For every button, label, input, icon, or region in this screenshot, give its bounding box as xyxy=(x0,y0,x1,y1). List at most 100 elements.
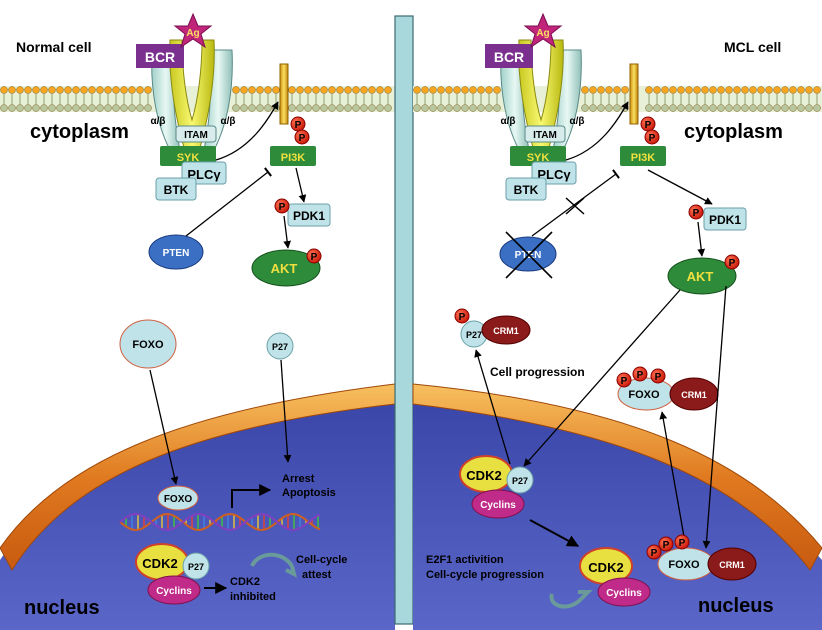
right-pdk1-label: PDK1 xyxy=(709,213,741,227)
right-pi3k-phospho-label-2: P xyxy=(649,133,656,144)
left-cyclins-label: Cyclins xyxy=(156,586,192,597)
right-foxo-nuclear-phospho-3 xyxy=(674,534,690,550)
right-p27-label: P27 xyxy=(466,330,482,340)
left-cdk2-inhibited-label-2: inhibited xyxy=(230,591,276,603)
left-foxo-nuclear-label: FOXO xyxy=(164,494,193,505)
left-akt-phospho xyxy=(306,248,322,264)
right-title: MCL cell xyxy=(724,39,781,55)
right-p27-nuclear-node xyxy=(506,466,534,494)
left-btk-label: BTK xyxy=(164,183,189,197)
right-e2f1-label-2: Cell-cycle progression xyxy=(426,569,544,581)
left-pdk1-to-akt-arrow xyxy=(283,215,291,249)
left-cdk2-inhibited-label-1: CDK2 xyxy=(230,576,260,588)
left-nucleus-body xyxy=(0,395,395,630)
right-crm1-nuclear-label: CRM1 xyxy=(719,560,745,570)
left-foxo-to-nucleus-arrow xyxy=(149,369,179,485)
left-pi3k-label: PI3K xyxy=(281,152,306,164)
right-cyclins-free-label: Cyclins xyxy=(606,588,642,599)
left-pdk1-phospho xyxy=(274,198,290,214)
left-syk-box xyxy=(160,146,216,166)
right-foxo-cyto-phospho-label-2: P xyxy=(637,370,644,381)
right-itam-box xyxy=(524,125,566,143)
right-foxo-nuclear-phospho-label-2: P xyxy=(663,540,670,551)
left-p27-label: P27 xyxy=(272,342,288,352)
left-arrest-label: Arrest xyxy=(282,473,315,485)
left-foxo-nuclear-node xyxy=(157,485,199,511)
right-cyclins-label: Cyclins xyxy=(480,500,516,511)
right-crm1-node xyxy=(481,315,531,345)
right-foxo-nuclear-phospho-2 xyxy=(658,536,674,552)
left-pdk1-label: PDK1 xyxy=(293,209,325,223)
right-foxo-cyto-label: FOXO xyxy=(628,389,660,401)
left-akt-node xyxy=(251,249,321,287)
right-crm1-label: CRM1 xyxy=(493,326,519,336)
right-ab-right: α/β xyxy=(569,116,584,127)
right-akt-phospho xyxy=(724,254,740,270)
right-nucleus-label: nucleus xyxy=(698,595,774,617)
left-cell-cycle-label-1: Cell-cycle xyxy=(296,554,347,566)
right-crm1-cyto-label: CRM1 xyxy=(681,390,707,400)
left-btk-box xyxy=(155,177,197,201)
left-p27-nuclear-label: P27 xyxy=(188,562,204,572)
right-p27-phospho xyxy=(454,308,470,324)
left-cycle-arrest-icon xyxy=(250,552,297,578)
right-p27-export-arrow xyxy=(474,349,511,465)
right-membrane xyxy=(413,86,822,112)
left-pten-node xyxy=(148,234,204,270)
right-ag-label: Ag xyxy=(536,28,549,39)
left-pi3k-to-pdk1-arrow xyxy=(295,167,307,203)
left-ag-label: Ag xyxy=(186,28,199,39)
right-cytoplasm-label: cytoplasm xyxy=(684,121,783,143)
right-foxo-nuclear-phospho-1 xyxy=(646,544,662,560)
right-btk-label: BTK xyxy=(514,183,539,197)
right-pi3k-anchor xyxy=(629,63,639,125)
left-title: Normal cell xyxy=(16,39,91,55)
right-release-arrow xyxy=(529,519,580,547)
left-p27-nuclear-node xyxy=(182,552,210,580)
right-foxo-cyto-phospho-label-1: P xyxy=(621,376,628,387)
left-cyclins-node xyxy=(147,575,201,605)
right-cdk2-free-label: CDK2 xyxy=(588,560,623,575)
right-pdk1-box xyxy=(703,207,747,231)
left-pdk1-phospho-label: P xyxy=(279,202,286,213)
left-akt-phospho-label: P xyxy=(311,252,318,263)
left-syk-to-pi3k-arrow xyxy=(215,101,279,161)
left-ab-right: α/β xyxy=(220,116,235,127)
right-e2f1-label-1: E2F1 activition xyxy=(426,554,504,566)
right-pten-cross xyxy=(505,231,553,279)
right-plcg-label: PLCγ xyxy=(537,167,571,182)
right-btk-box xyxy=(505,177,547,201)
left-pi3k-box xyxy=(270,146,316,166)
left-foxo-node xyxy=(119,319,177,369)
right-ag-star xyxy=(523,12,563,49)
right-akt-label: AKT xyxy=(687,269,714,284)
right-bcr-box xyxy=(485,44,533,68)
right-foxo-nuclear-phospho-label-3: P xyxy=(679,538,686,549)
right-syk-to-pi3k-arrow xyxy=(565,101,629,161)
right-foxo-cyto-phospho-3 xyxy=(650,368,666,384)
left-cytoplasm-label: cytoplasm xyxy=(30,121,129,143)
right-syk-box xyxy=(510,146,566,166)
left-pten-inhibit-line xyxy=(185,167,273,237)
left-syk-label: SYK xyxy=(177,152,200,164)
left-pdk1-box xyxy=(287,203,331,227)
right-pten-inhibit-cross xyxy=(565,197,585,215)
right-pi3k-phospho-2 xyxy=(644,129,660,145)
left-p27-node xyxy=(266,332,294,360)
left-dna-helix xyxy=(119,512,321,532)
right-bcr-label: BCR xyxy=(494,49,524,65)
left-cdk2-label: CDK2 xyxy=(142,556,177,571)
left-pi3k-phospho-label-2: P xyxy=(299,133,306,144)
left-ag-star xyxy=(173,12,213,49)
right-foxo-export-arrow xyxy=(659,411,687,549)
left-cell-cycle-label-2: attest xyxy=(302,569,332,581)
left-bcr-label: BCR xyxy=(145,49,175,65)
left-plcg-label: PLCγ xyxy=(187,167,221,182)
right-cycle-progress-icon xyxy=(549,590,593,609)
left-akt-label: AKT xyxy=(271,261,298,276)
right-foxo-nuclear-phospho-label-1: P xyxy=(651,548,658,559)
left-pi3k-phospho-2 xyxy=(294,129,310,145)
right-pi3k-label: PI3K xyxy=(631,152,656,164)
right-foxo-cyto-phospho-label-3: P xyxy=(655,372,662,383)
right-pdk1-phospho-label: P xyxy=(693,208,700,219)
